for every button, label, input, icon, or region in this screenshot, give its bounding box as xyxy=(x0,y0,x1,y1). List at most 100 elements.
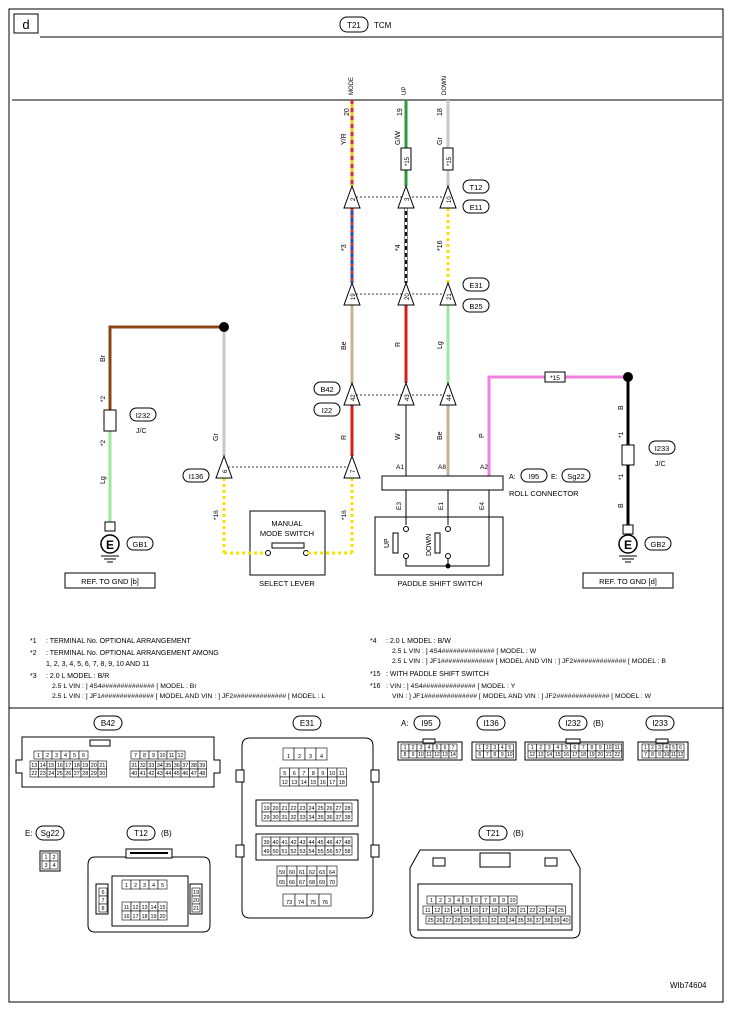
terminal-number: 7 xyxy=(134,753,137,759)
terminal-number: 7 xyxy=(101,898,104,904)
terminal-number: 46 xyxy=(326,840,332,846)
left-jc-box xyxy=(103,409,117,432)
up-note15: *15 xyxy=(405,156,411,166)
note4-text: : 2.0 L MODEL : B/W xyxy=(386,638,451,645)
terminal-number: 17 xyxy=(132,914,138,920)
terminal-number: 6 xyxy=(679,745,682,751)
right-jc-box xyxy=(621,444,635,466)
conn-c-pin-1: 42 xyxy=(351,394,357,401)
terminal-number: 12 xyxy=(529,752,535,758)
terminal-number: 22 xyxy=(290,806,296,812)
terminal-cell xyxy=(676,750,685,759)
terminal-cell xyxy=(315,747,328,761)
terminal-number: 24 xyxy=(48,771,54,777)
terminal-number: 9 xyxy=(658,752,661,758)
e31-label: E31 xyxy=(300,719,315,728)
right-ground-terminal xyxy=(622,524,634,535)
left-jc-code: I232 xyxy=(136,411,151,420)
mode-pin: 20 xyxy=(344,108,351,116)
i232-view-badge xyxy=(558,715,588,731)
terminal-number: 17 xyxy=(329,780,335,786)
note16-text-2: VIN : ] JF1############## [ MODEL AND VI… xyxy=(392,693,652,700)
up-note15-box xyxy=(400,147,412,171)
left-ground-color-top: Br xyxy=(100,354,107,362)
terminal-number: 58 xyxy=(344,849,350,855)
terminal-number: 2 xyxy=(52,855,55,861)
figure-code: WIb74604 xyxy=(670,981,707,990)
terminal-number: 1 xyxy=(404,745,407,751)
terminal-number: 7 xyxy=(484,898,487,904)
terminal-number: 43 xyxy=(157,771,163,777)
terminal-number: 12 xyxy=(678,752,684,758)
terminal-number: 11 xyxy=(124,905,130,911)
terminal-number: 39 xyxy=(199,763,205,769)
terminal-number: 65 xyxy=(279,880,285,886)
terminal-number: 15 xyxy=(555,752,561,758)
terminal-number: 14 xyxy=(453,908,459,914)
right-ground-ref-box xyxy=(582,572,674,589)
terminal-number: 59 xyxy=(279,870,285,876)
terminal-number: 8 xyxy=(101,906,104,912)
terminal-number: 37 xyxy=(335,815,341,821)
paddle-switch-label: PADDLE SHIFT SWITCH xyxy=(398,579,483,588)
terminal-number: 47 xyxy=(335,840,341,846)
terminal-number: 34 xyxy=(157,763,163,769)
mode-note: *3 xyxy=(341,244,348,251)
terminal-number: 10 xyxy=(507,752,513,758)
terminal-number: 1 xyxy=(531,745,534,751)
manual-mode-actuator xyxy=(271,542,305,549)
terminal-number: 33 xyxy=(299,815,305,821)
right-ground-badge xyxy=(644,536,672,551)
paddle-bottom-pin-2: E1 xyxy=(438,502,445,510)
t21-suffix: (B) xyxy=(513,829,524,838)
terminal-number: 9 xyxy=(599,745,602,751)
terminal-number: 76 xyxy=(322,900,328,906)
terminal-number: 4 xyxy=(428,745,431,751)
low-color-3: Be xyxy=(437,431,444,440)
terminal-number: 66 xyxy=(289,880,295,886)
conn-b-top-badge xyxy=(462,277,490,292)
terminal-number: 67 xyxy=(299,880,305,886)
terminal-number: 16 xyxy=(563,752,569,758)
terminal-number: 38 xyxy=(544,918,550,924)
conn-b-top: E31 xyxy=(469,281,482,290)
terminal-number: 27 xyxy=(445,918,451,924)
terminal-number: 16 xyxy=(320,780,326,786)
conn-b-bottom: B25 xyxy=(469,302,482,311)
paddle-wiring xyxy=(405,490,490,567)
terminal-number: 10 xyxy=(329,771,335,777)
conn-b-bottom-badge xyxy=(462,298,490,313)
terminal-number: 46 xyxy=(182,771,188,777)
tcm-name: TCM xyxy=(374,21,392,30)
terminal-number: 11 xyxy=(339,771,345,777)
terminal-number: 34 xyxy=(508,918,514,924)
i232-view-label: I232 xyxy=(565,719,581,728)
terminal-number: 9 xyxy=(501,752,504,758)
terminal-number: 23 xyxy=(40,771,46,777)
note4-mark: *4 xyxy=(370,638,377,645)
down-pin: 18 xyxy=(437,108,444,116)
terminal-cell xyxy=(507,895,518,905)
t21-label: T21 xyxy=(486,829,500,838)
terminal-number: 27 xyxy=(335,806,341,812)
note2-text: : TERMINAL No. OPTIONAL ARRANGEMENT AMON… xyxy=(46,650,219,657)
terminal-number: 6 xyxy=(478,752,481,758)
paddle-top-pin-3: A2 xyxy=(480,464,488,471)
terminal-number: 33 xyxy=(148,763,154,769)
terminal-number: 28 xyxy=(454,918,460,924)
conn-b-pin-2: 20 xyxy=(405,293,411,300)
terminal-number: 17 xyxy=(65,763,71,769)
terminal-number: 25 xyxy=(57,771,63,777)
note2-mark: *2 xyxy=(30,650,37,657)
terminal-number: 26 xyxy=(436,918,442,924)
left-ground-wire xyxy=(108,325,226,553)
conn-a-pin-2: 3 xyxy=(405,197,411,201)
terminal-number: 55 xyxy=(317,849,323,855)
conn-c-bottom-badge xyxy=(313,402,341,417)
terminal-number: 20 xyxy=(510,908,516,914)
i136-view-badge xyxy=(476,715,506,731)
terminal-number: 18 xyxy=(74,763,80,769)
terminal-number: 38 xyxy=(344,815,350,821)
terminal-number: 36 xyxy=(526,918,532,924)
